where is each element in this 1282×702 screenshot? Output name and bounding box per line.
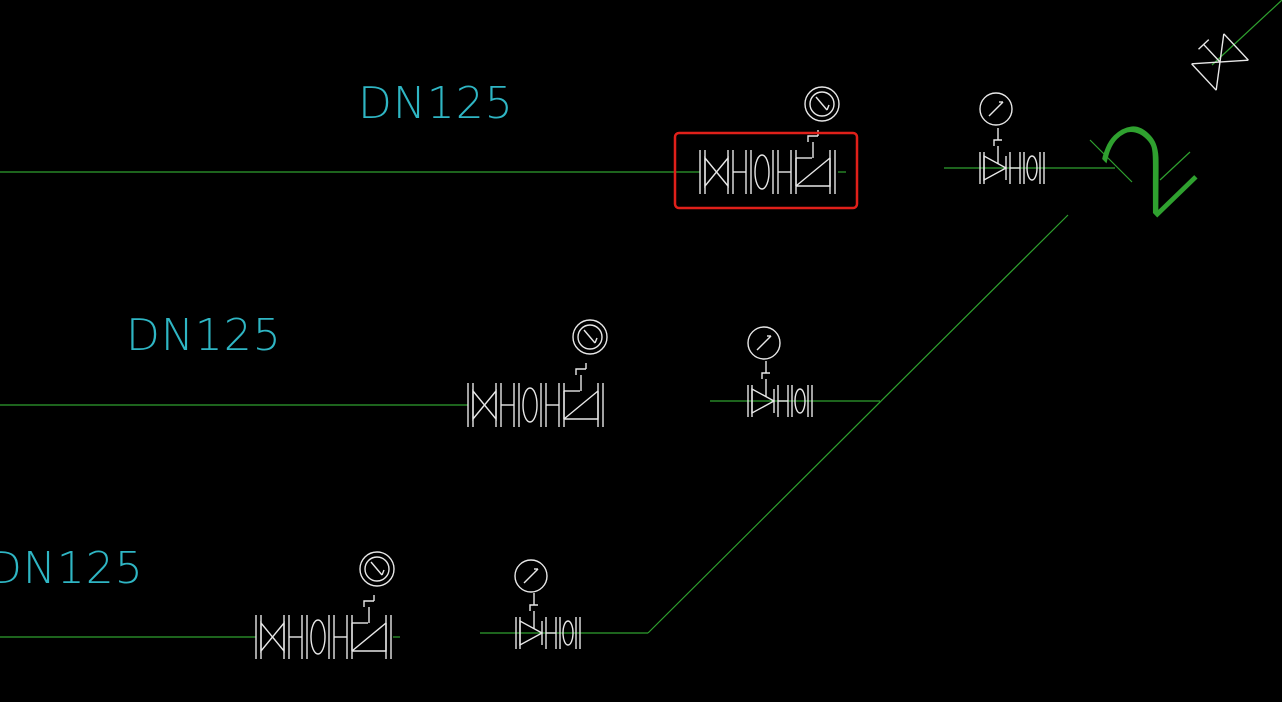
selection-highlight (673, 131, 859, 210)
line2-valve-assembly[interactable] (467, 319, 608, 428)
riser-pipe-top[interactable] (1211, 0, 1282, 66)
butterfly-valve-icon[interactable] (1188, 29, 1249, 91)
pipe-size-label-2: DN125 (126, 310, 282, 361)
line1-check-assembly[interactable] (979, 92, 1045, 185)
riser-number-group: 2 (1075, 91, 1226, 244)
riser-pipe-upper[interactable] (1159, 151, 1191, 181)
pipe-size-label-1: DN125 (358, 78, 514, 129)
line2-check-assembly[interactable] (747, 326, 813, 418)
riser-mark-slash (1089, 139, 1133, 183)
line1-valve-assembly[interactable] (699, 86, 840, 195)
line3-valve-assembly[interactable] (255, 551, 395, 660)
pipe-size-label-3: DN125 (0, 543, 144, 594)
riser-pipe-diagonal[interactable] (647, 214, 1069, 634)
line3-check-assembly[interactable] (514, 559, 581, 650)
riser-number: 2 (1075, 91, 1226, 244)
